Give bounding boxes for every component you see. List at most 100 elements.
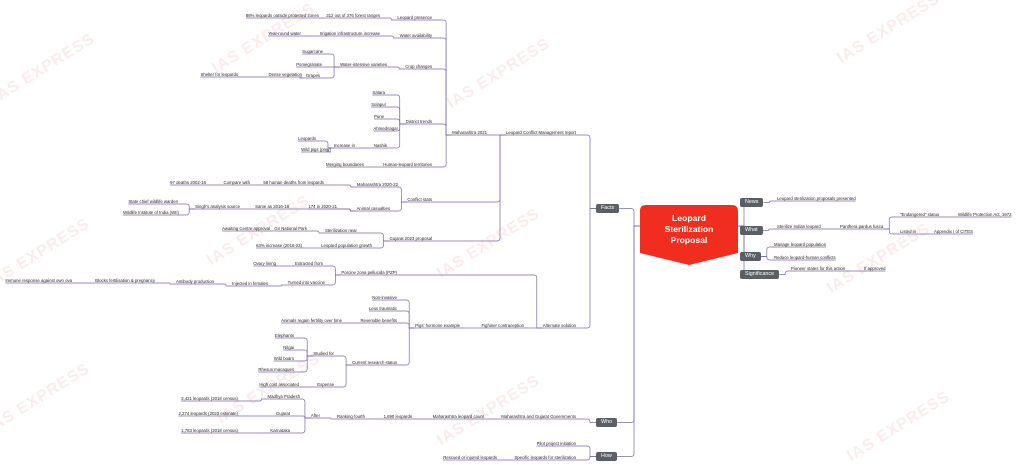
node-w-count[interactable]: Maharashtra leopard count — [432, 414, 484, 419]
node-f-wii[interactable]: Wildlife Institute of India (WII) — [123, 210, 179, 215]
node-f-ovary[interactable]: Ovary lining — [253, 261, 276, 266]
node-f-increase[interactable]: Increase in — [333, 143, 355, 148]
node-w-mp[interactable]: Madhya Pradesh — [267, 394, 301, 399]
node-f-mh2022[interactable]: Maharashtra 2020-22 — [356, 182, 398, 187]
node-f-less[interactable]: Less traumatic — [369, 306, 397, 311]
node-what-6[interactable]: Appendix I of CITES — [934, 229, 973, 234]
node-f-312[interactable]: 312 out of 376 forest ranges — [326, 13, 380, 18]
node-f-immune[interactable]: Immune response against own ova — [5, 278, 72, 283]
root-node[interactable]: Leopard Sterilization Proposal — [640, 205, 738, 265]
node-f-merge[interactable]: Merging boundaries — [326, 162, 364, 167]
node-w-mhgj[interactable]: Maharashtra and Gujarat Governments — [501, 414, 576, 419]
node-f-58[interactable]: 58 human deaths from leopards — [263, 180, 324, 185]
node-sig-1[interactable]: Pioneer states for this action — [791, 266, 846, 271]
node-sig[interactable]: Significance — [740, 270, 780, 279]
node-f-studied[interactable]: Studied for — [313, 351, 334, 356]
node-w-after[interactable]: After — [310, 413, 320, 418]
node-news[interactable]: News — [740, 198, 764, 207]
node-f-rev[interactable]: Reversible benefits — [360, 318, 397, 323]
node-f-htterr[interactable]: Human-leopard territories — [383, 162, 432, 167]
node-f-expense[interactable]: Expense — [317, 382, 334, 387]
node-f-eleph[interactable]: Elephants — [274, 333, 294, 338]
node-f-dense[interactable]: Dense vegetation — [268, 72, 302, 77]
node-w-rank4[interactable]: Ranking fourth — [337, 414, 365, 419]
node-w-1690[interactable]: 1,690 leopards — [383, 414, 412, 419]
node-f-wboars[interactable]: Wild boars — [273, 356, 294, 361]
node-f-turned[interactable]: Turned into vaccine — [287, 280, 325, 285]
node-h-pilot[interactable]: Pilot project initiation — [536, 441, 576, 446]
node-what-1[interactable]: Sterilize Indian leopard — [777, 224, 821, 229]
node-f-await[interactable]: Awaiting Centre approval — [222, 226, 270, 231]
node-f-gir[interactable]: Gir National Park — [274, 226, 307, 231]
node-f-nashik[interactable]: Nashik — [373, 143, 387, 148]
node-f-satara[interactable]: Satara — [372, 90, 385, 95]
node-w-ka[interactable]: Karnataka — [270, 428, 290, 433]
node-f-compare[interactable]: Compare with — [223, 180, 250, 185]
node-what-5[interactable]: Listed in — [900, 229, 917, 234]
node-f-current[interactable]: Current research status — [352, 360, 397, 365]
node-f-year[interactable]: Year-round water — [268, 31, 301, 36]
node-f-pzp[interactable]: Porcine zona pellucida (PZP) — [341, 270, 397, 275]
node-news-1[interactable]: Leopard sterilization proposals presente… — [777, 196, 856, 201]
node-f-crop[interactable]: Crop changes — [405, 64, 432, 69]
node-f-inject[interactable]: Injected in females — [232, 281, 268, 286]
node-f-pigs[interactable]: Pigs' hormone example — [415, 323, 460, 328]
node-f-fcontra[interactable]: Fighiner contraception — [481, 323, 524, 328]
node-f-63[interactable]: 63% increase (2016-23) — [256, 243, 302, 248]
node-what-4[interactable]: Wildlife Protection Act, 1972 — [958, 212, 1012, 217]
node-f-174[interactable]: 174 in 2020-21 — [308, 204, 337, 209]
node-why-1[interactable]: Manage leopard population — [774, 242, 827, 247]
node-f-pune[interactable]: Pune — [373, 114, 384, 119]
node-f-district[interactable]: District trends — [405, 119, 432, 124]
node-sig-2[interactable]: If approved — [864, 266, 886, 271]
node-f-solapur[interactable]: Solapur — [371, 102, 386, 107]
node-f-noninv[interactable]: Non-invasive — [372, 295, 397, 300]
node-w-ka-n[interactable]: 1,783 leopards (2018 census) — [181, 428, 238, 433]
node-f-animal[interactable]: Animal casualties — [356, 206, 390, 211]
node-f-singh[interactable]: Singh's analysis source — [195, 204, 240, 209]
node-h-rescued[interactable]: Rescued or injured leopards — [443, 455, 497, 460]
node-w-gj[interactable]: Gujarat — [275, 411, 290, 416]
node-f-guj[interactable]: Gujarat 2023 proposal — [389, 236, 432, 241]
node-f-lcmr[interactable]: Leopard Conflict Management report — [506, 130, 576, 135]
node-f-mh2021[interactable]: Maharashtra 2021 — [452, 130, 487, 135]
node-how[interactable]: How — [596, 452, 617, 461]
node-what-3[interactable]: "Endangered" status — [900, 212, 940, 217]
node-f-extract[interactable]: Extracted from — [295, 261, 323, 266]
node-f-grapes[interactable]: Grapes — [305, 73, 320, 78]
node-f-presence[interactable]: Leopard presence — [397, 15, 432, 20]
node-f-antibody[interactable]: Antibody production — [176, 279, 214, 284]
node-f-sterv[interactable]: Sterilization near — [324, 228, 357, 233]
node-f-pome[interactable]: Pomegranate — [296, 62, 322, 67]
node-f-alt[interactable]: Alternate solution — [542, 323, 576, 328]
node-f-shelter[interactable]: Shelter for leopards — [200, 72, 239, 77]
node-f-97[interactable]: 97 deaths 2002-16 — [170, 180, 206, 185]
node-f-chief[interactable]: State chief wildlife warden — [128, 199, 178, 204]
node-f-regain[interactable]: Animals regain fertility over time — [281, 318, 342, 323]
node-h-specific[interactable]: Specific leopards for sterilization — [514, 455, 576, 460]
node-f-water[interactable]: Water availability — [399, 33, 432, 38]
node-f-wildpigs[interactable]: Wild pigs (prey) — [301, 147, 331, 152]
node-f-growth[interactable]: Leopard population growth — [321, 243, 372, 248]
node-f-blocks[interactable]: Blocks fertilisation & pregnancy — [95, 278, 155, 283]
node-why[interactable]: Why — [740, 252, 761, 261]
node-f-rhesus[interactable]: Rhesus macaques — [258, 367, 294, 372]
node-f-irrig[interactable]: Irrigation infrastructure increase — [319, 31, 380, 36]
connector-f-58 — [263, 184, 357, 188]
node-w-gj-n[interactable]: 2,274 leopards (2023 estimate) — [178, 411, 238, 416]
node-f-wiv[interactable]: Water-intensive varieties — [340, 62, 387, 67]
node-what-2[interactable]: Panthera pardus fusca — [840, 224, 884, 229]
node-who[interactable]: Who — [596, 418, 618, 427]
node-f-highcost[interactable]: High cost associated — [259, 382, 299, 387]
node-f-ahmed[interactable]: Ahmednagar — [373, 126, 398, 131]
node-what[interactable]: What — [740, 226, 763, 235]
node-why-2[interactable]: Reduce leopard-human conflicts — [774, 255, 836, 260]
node-f-sugar[interactable]: Sugarcane — [302, 49, 323, 54]
node-facts[interactable]: Facts — [596, 204, 620, 213]
node-f-conflict[interactable]: Conflict stats — [407, 197, 432, 202]
node-f-nilgai[interactable]: Nilgai — [283, 345, 294, 350]
node-f-88[interactable]: 88% leopards outside protected zones — [245, 13, 319, 18]
node-w-mp-n[interactable]: 3,421 leopards (2018 census) — [181, 396, 238, 401]
node-f-same[interactable]: Same as 2016-18 — [255, 204, 289, 209]
node-f-leopards[interactable]: Leopards — [298, 136, 316, 141]
